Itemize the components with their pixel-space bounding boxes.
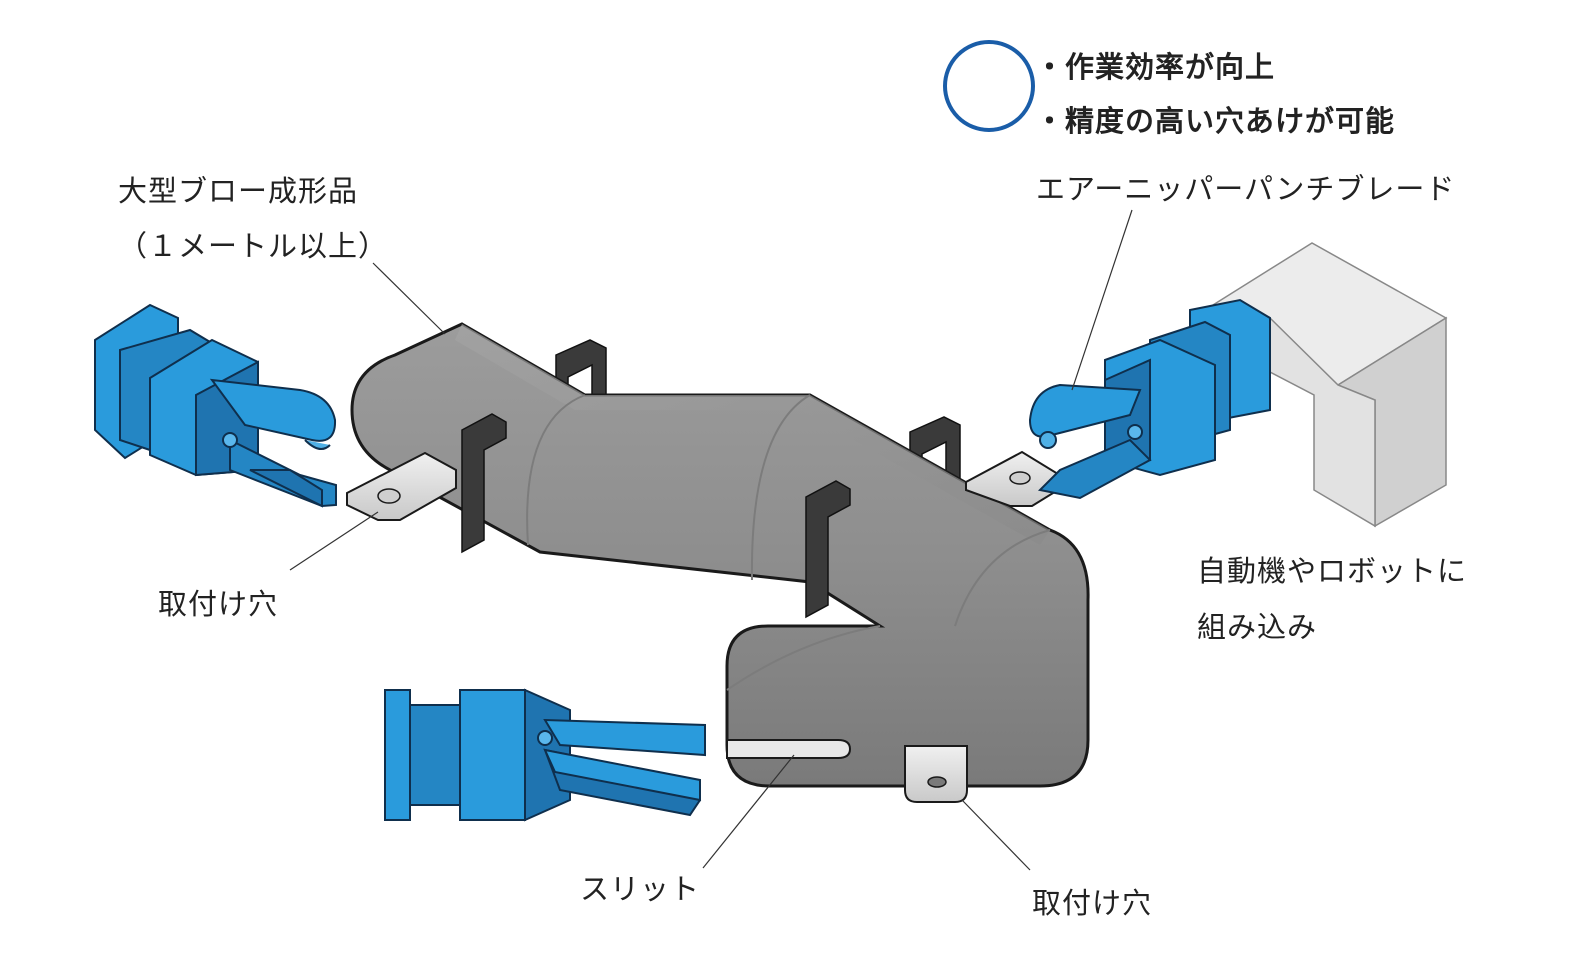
- nipper-tool-right: [1028, 298, 1271, 500]
- nipper-tool-left: [94, 303, 337, 508]
- label-slit: スリット: [580, 872, 701, 906]
- blow-molded-part: [346, 322, 1090, 803]
- mount-tab-bottom: [904, 745, 968, 803]
- label-molded-part-size: （１メートル以上）: [118, 229, 389, 263]
- bracket-center-front: [805, 480, 851, 619]
- benefit-item-efficiency: ・作業効率が向上: [1035, 50, 1276, 84]
- leader-molded-part: [372, 262, 446, 335]
- leader-blade: [1071, 209, 1133, 391]
- bracket-left-front: [461, 413, 507, 554]
- leader-mount-hole-bottom: [961, 799, 1031, 871]
- label-robot-line1: 自動機やロボットに: [1197, 554, 1468, 588]
- leader-mount-hole-left: [289, 511, 379, 571]
- label-robot-line2: 組み込み: [1197, 610, 1318, 644]
- leader-lines: [289, 209, 1133, 871]
- benefit-circle-icon: [943, 40, 1035, 132]
- label-molded-part: 大型ブロー成形品: [118, 174, 359, 208]
- mount-tab-right: [965, 450, 1059, 507]
- mount-tab-left: [346, 451, 457, 521]
- nipper-tool-bottom: [384, 688, 706, 822]
- leader-slit: [702, 754, 795, 869]
- label-mount-hole-bottom: 取付け穴: [1032, 886, 1153, 920]
- label-mount-hole-left: 取付け穴: [158, 587, 279, 621]
- robot-mount: [1203, 242, 1448, 528]
- benefit-item-precision: ・精度の高い穴あけが可能: [1035, 104, 1396, 138]
- label-blade: エアーニッパーパンチブレード: [1036, 172, 1456, 206]
- slit: [726, 739, 852, 759]
